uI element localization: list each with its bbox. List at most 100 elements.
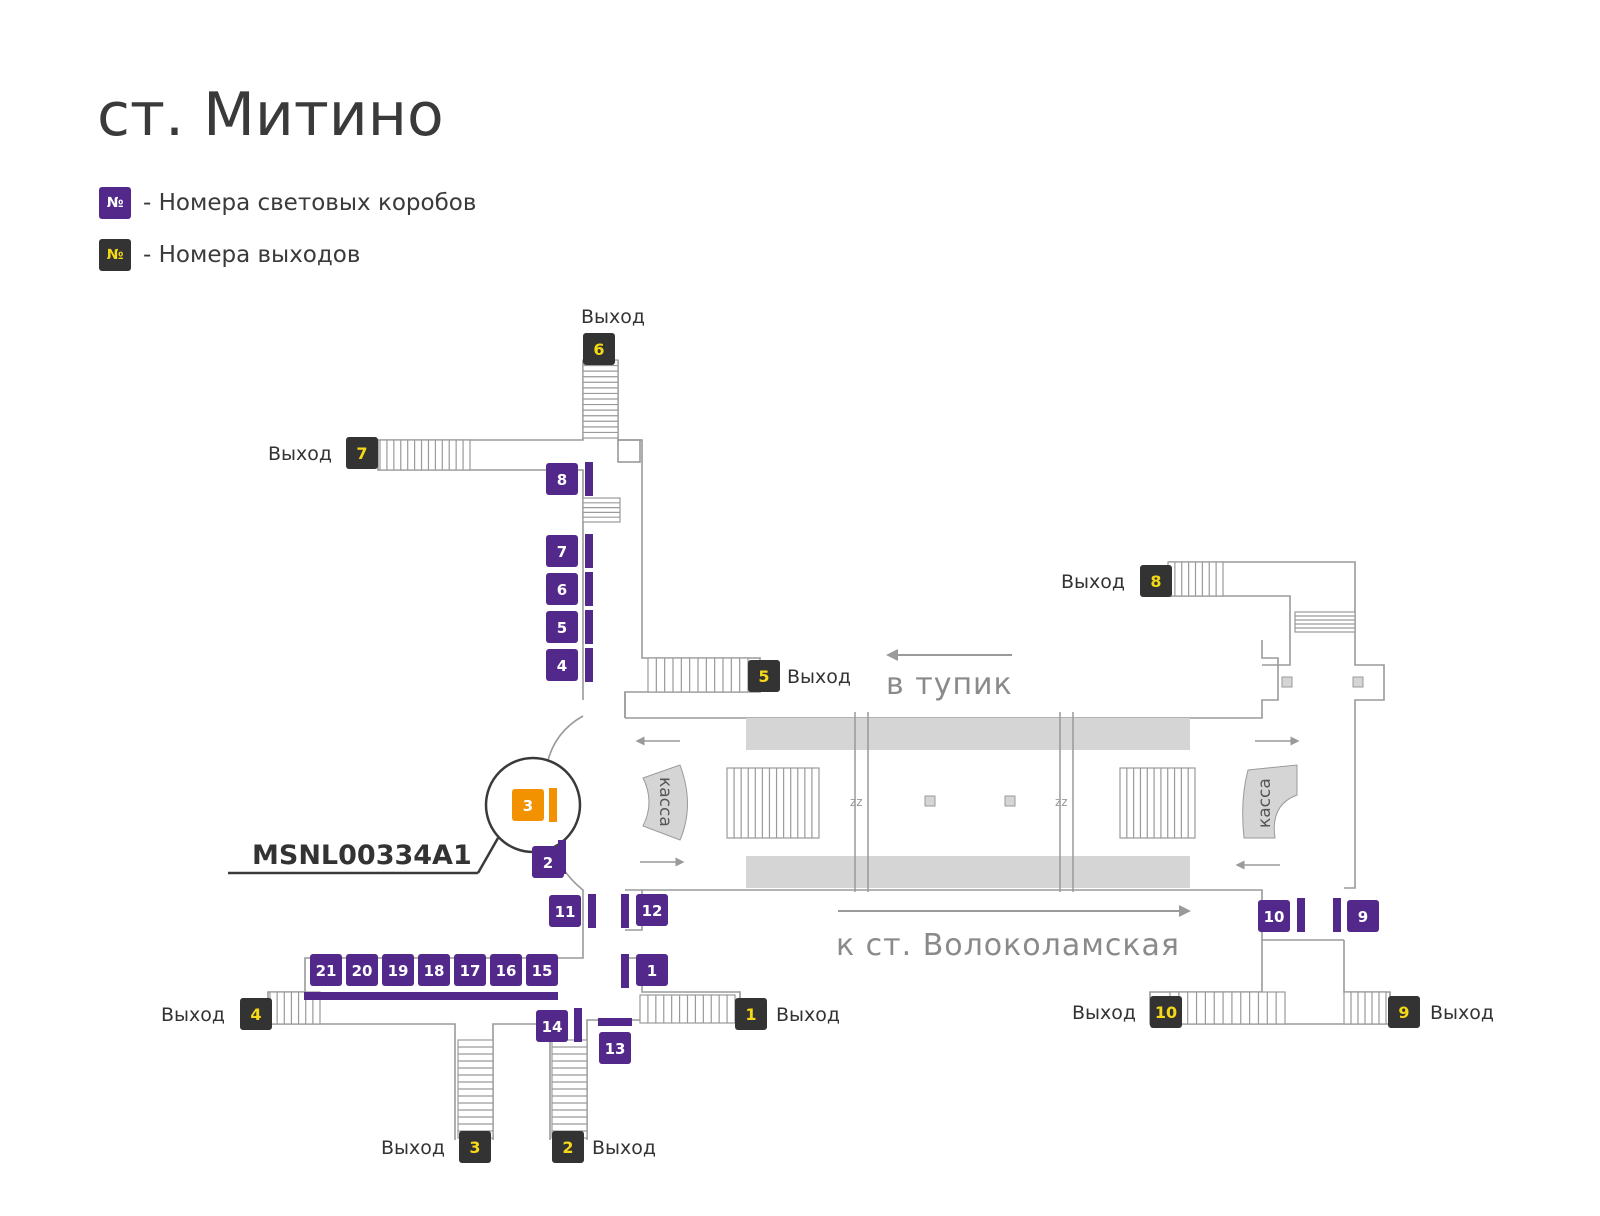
- stairs-exit-1: [639, 994, 736, 1024]
- exit-box: [346, 437, 378, 469]
- stairs-platform-west: [726, 767, 820, 839]
- lightbox-box: [1258, 900, 1290, 932]
- exit-number: 7: [356, 444, 367, 463]
- lightbox-panel: [585, 462, 593, 496]
- lightbox-box: [418, 954, 450, 986]
- lightbox-panel: [588, 894, 596, 928]
- stairs-exit-2: [551, 1039, 588, 1139]
- lightbox-panel: [585, 572, 593, 606]
- lightbox-14[interactable]: 14: [536, 1008, 582, 1042]
- exit-label: Выход: [787, 666, 851, 688]
- lightbox-2[interactable]: 2: [532, 840, 566, 878]
- lightbox-box: [546, 535, 578, 567]
- lightbox-number: 9: [1358, 908, 1368, 926]
- lightbox-number: 1: [647, 962, 657, 980]
- lightbox-number: 4: [557, 657, 567, 675]
- exit-5[interactable]: 5 Выход: [748, 660, 851, 692]
- lightbox-box: [546, 573, 578, 605]
- exit-number: 8: [1150, 572, 1161, 591]
- lightbox-9[interactable]: 9: [1333, 898, 1379, 932]
- lightbox-8[interactable]: 8: [546, 462, 593, 496]
- exit-box: [1388, 996, 1420, 1028]
- lightbox-number: 15: [532, 962, 553, 980]
- kassa-east-label: касса: [1255, 778, 1275, 828]
- exit-box: [748, 660, 780, 692]
- stairs-platform-east: [1119, 767, 1196, 839]
- exit-number: 9: [1398, 1003, 1409, 1022]
- legend-exit-text: - Номера выходов: [143, 242, 361, 268]
- legend-exits: № - Номера выходов: [99, 239, 360, 271]
- exit-number: 5: [758, 667, 769, 686]
- lightbox-number: 5: [557, 619, 567, 637]
- lightbox-18[interactable]: 18: [418, 954, 450, 986]
- lightbox-panel-row: [304, 992, 558, 1000]
- lightbox-number: 20: [352, 962, 373, 980]
- lightbox-box: [532, 846, 564, 878]
- highlight-number: 3: [523, 797, 533, 815]
- lightbox-panel: [585, 610, 593, 644]
- lightbox-number: 7: [557, 543, 567, 561]
- lightbox-15[interactable]: 15: [526, 954, 558, 986]
- lightbox-11[interactable]: 11: [549, 894, 596, 928]
- lightbox-4[interactable]: 4: [546, 648, 593, 682]
- stairs-exit-8: [1167, 561, 1224, 597]
- stairs-north-mid: [582, 497, 621, 523]
- lightbox-12[interactable]: 12: [621, 894, 668, 928]
- kassa-east: касса: [1242, 764, 1298, 839]
- lightbox-13[interactable]: 13: [598, 1018, 632, 1064]
- exit-number: 10: [1155, 1003, 1177, 1022]
- exit-box: [735, 998, 767, 1030]
- lightbox-number: 19: [388, 962, 409, 980]
- exit-box: [1150, 996, 1182, 1028]
- exit-label: Выход: [161, 1004, 225, 1026]
- exit-box: [459, 1131, 491, 1163]
- highlight-code: MSNL00334A1: [252, 840, 472, 871]
- lightbox-7[interactable]: 7: [546, 534, 593, 568]
- direction-arrows: [635, 649, 1300, 917]
- lightbox-box: [599, 1032, 631, 1064]
- legend-exit-swatch: №: [99, 239, 131, 271]
- exit-label: Выход: [1061, 571, 1125, 593]
- lightbox-number: 2: [543, 854, 553, 872]
- lightbox-panel: [598, 1018, 632, 1026]
- lightbox-20[interactable]: 20: [346, 954, 378, 986]
- lightbox-number: 8: [557, 471, 567, 489]
- lightbox-box: [636, 894, 668, 926]
- lightbox-box: [546, 649, 578, 681]
- lightbox-box: [346, 954, 378, 986]
- lightbox-box: [536, 1010, 568, 1042]
- lightbox-panel: [1333, 898, 1341, 932]
- stairs-exit-7: [379, 439, 471, 471]
- lightbox-panel: [621, 954, 629, 988]
- lightbox-17[interactable]: 17: [454, 954, 486, 986]
- lightbox-box: [526, 954, 558, 986]
- lightbox-16[interactable]: 16: [490, 954, 522, 986]
- lightbox-19[interactable]: 19: [382, 954, 414, 986]
- lightbox-box: [546, 611, 578, 643]
- lightbox-10[interactable]: 10: [1258, 898, 1305, 932]
- lightbox-5[interactable]: 5: [546, 610, 593, 644]
- stairs-exit-10: [1169, 991, 1286, 1025]
- lightbox-6[interactable]: 6: [546, 572, 593, 606]
- stairs-east-north: [1294, 611, 1356, 633]
- lightbox-box: [546, 463, 578, 495]
- exit-number: 1: [745, 1005, 756, 1024]
- lightbox-number: 13: [605, 1040, 626, 1058]
- exit-8[interactable]: 8 Выход: [1061, 565, 1172, 597]
- lightbox-panel: [558, 840, 566, 874]
- lightbox-box: [490, 954, 522, 986]
- lightbox-21[interactable]: 21: [310, 954, 342, 986]
- legend-lightbox-text: - Номера световых коробов: [143, 190, 477, 216]
- stairs-exit-9: [1343, 991, 1387, 1025]
- lightbox-number: 11: [555, 903, 576, 921]
- lightbox-1[interactable]: 1: [621, 954, 668, 988]
